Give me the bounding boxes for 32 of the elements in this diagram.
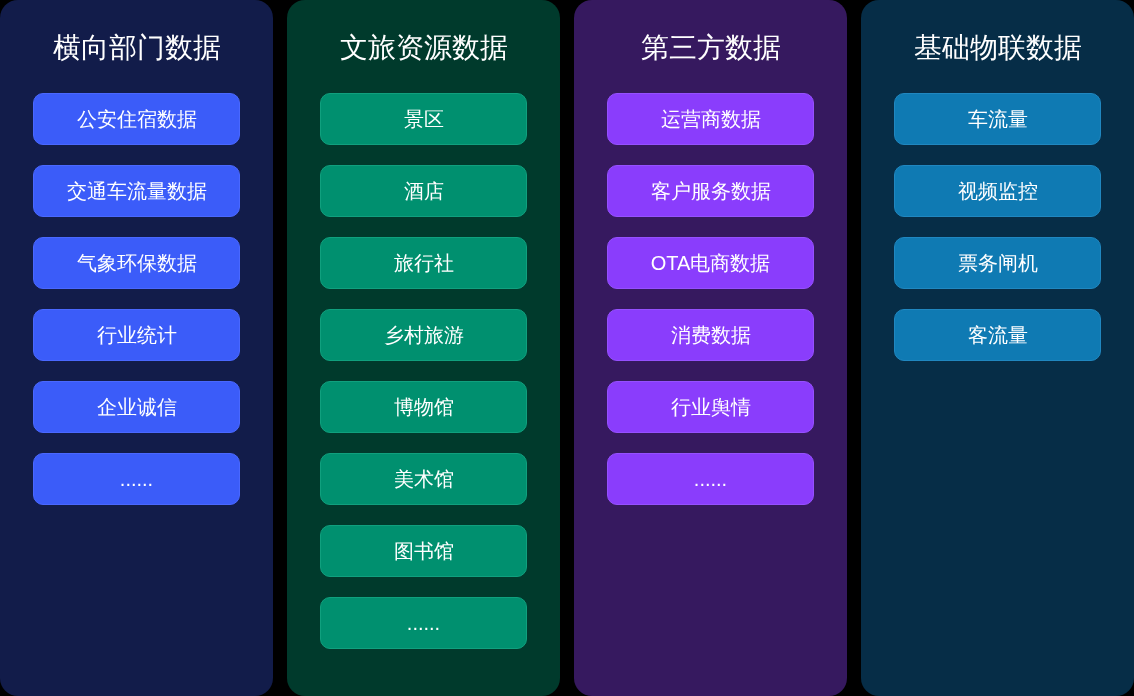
data-source-tile: 消费数据 xyxy=(607,309,814,361)
data-source-tile: ...... xyxy=(320,597,527,649)
data-source-tile: 旅行社 xyxy=(320,237,527,289)
data-source-tile: 酒店 xyxy=(320,165,527,217)
data-source-tile: 公安住宿数据 xyxy=(33,93,240,145)
data-source-tile: 行业统计 xyxy=(33,309,240,361)
data-source-tile: 票务闸机 xyxy=(894,237,1101,289)
data-source-tile: 行业舆情 xyxy=(607,381,814,433)
data-source-tile: 视频监控 xyxy=(894,165,1101,217)
panel-title: 横向部门数据 xyxy=(52,31,221,65)
category-panel xyxy=(287,0,560,696)
panel-title: 第三方数据 xyxy=(640,31,781,65)
category-panel xyxy=(574,0,847,696)
data-source-tile: 景区 xyxy=(320,93,527,145)
data-source-tile: 车流量 xyxy=(894,93,1101,145)
category-panel xyxy=(861,0,1134,696)
panel-title: 基础物联数据 xyxy=(913,31,1082,65)
data-source-tile: 博物馆 xyxy=(320,381,527,433)
data-source-tile: 企业诚信 xyxy=(33,381,240,433)
data-source-tile: OTA电商数据 xyxy=(607,237,814,289)
data-source-tile: 交通车流量数据 xyxy=(33,165,240,217)
data-source-tile: ...... xyxy=(607,453,814,505)
data-source-tile: 乡村旅游 xyxy=(320,309,527,361)
data-source-tile: 运营商数据 xyxy=(607,93,814,145)
data-source-tile: 图书馆 xyxy=(320,525,527,577)
panel-title: 文旅资源数据 xyxy=(339,31,508,65)
data-source-tile: 气象环保数据 xyxy=(33,237,240,289)
data-source-tile: 美术馆 xyxy=(320,453,527,505)
data-source-tile: ...... xyxy=(33,453,240,505)
data-source-tile: 客户服务数据 xyxy=(607,165,814,217)
data-source-tile: 客流量 xyxy=(894,309,1101,361)
category-panel xyxy=(0,0,273,696)
